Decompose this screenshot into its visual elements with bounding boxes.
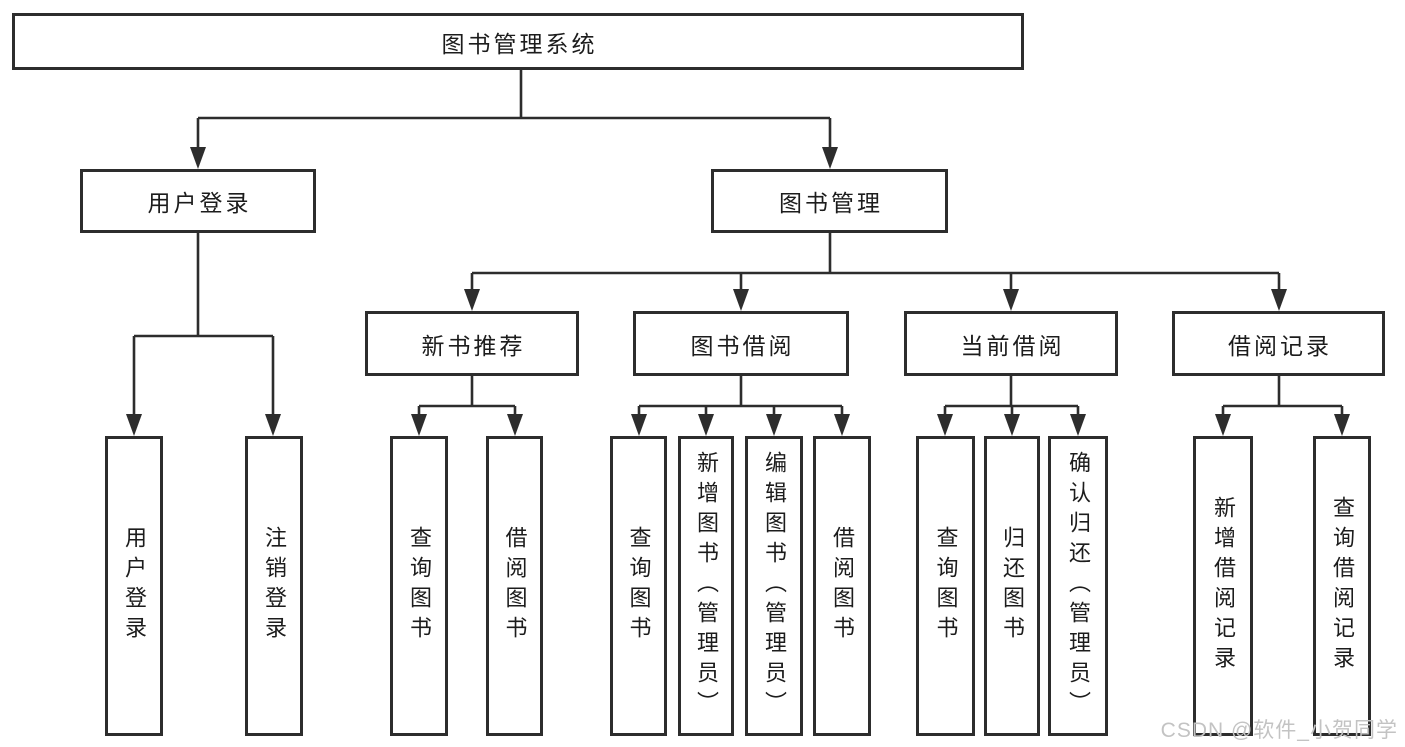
node-user-login: 用户登录 [80, 169, 316, 233]
node-book-mgmt: 图书管理 [711, 169, 948, 233]
node-leaf-newbooks-borrow: 借阅图书 [486, 436, 543, 736]
node-leaf-login: 用户登录 [105, 436, 163, 736]
node-leaf-borrow-edit: 编辑图书（管理员） [745, 436, 803, 736]
node-new-books-label: 新书推荐 [421, 332, 526, 359]
node-leaf-login-label: 用户登录 [122, 526, 147, 646]
node-leaf-records-add: 新增借阅记录 [1193, 436, 1253, 736]
node-borrow-records: 借阅记录 [1172, 311, 1385, 376]
node-book-mgmt-label: 图书管理 [779, 190, 883, 216]
node-leaf-records-search-label: 查询借阅记录 [1330, 496, 1355, 676]
node-leaf-borrow-search: 查询图书 [610, 436, 667, 736]
node-leaf-borrow-search-label: 查询图书 [626, 526, 652, 646]
node-leaf-current-confirm: 确认归还（管理员） [1048, 436, 1108, 736]
node-root-label: 图书管理系统 [441, 30, 598, 57]
node-leaf-current-search: 查询图书 [916, 436, 975, 736]
node-leaf-borrow-borrow: 借阅图书 [813, 436, 871, 736]
node-current-borrow: 当前借阅 [904, 311, 1118, 376]
node-leaf-newbooks-search: 查询图书 [390, 436, 448, 736]
node-leaf-current-return-label: 归还图书 [1000, 526, 1025, 646]
node-user-login-label: 用户登录 [147, 190, 252, 216]
node-book-borrow: 图书借阅 [633, 311, 849, 376]
node-current-borrow-label: 当前借阅 [960, 332, 1065, 359]
node-new-books: 新书推荐 [365, 311, 579, 376]
node-leaf-current-search-label: 查询图书 [933, 526, 959, 646]
node-leaf-newbooks-search-label: 查询图书 [407, 526, 432, 646]
node-leaf-borrow-borrow-label: 借阅图书 [830, 526, 855, 646]
node-leaf-current-confirm-label: 确认归还（管理员） [1066, 451, 1091, 721]
node-leaf-borrow-add: 新增图书（管理员） [678, 436, 734, 736]
node-book-borrow-label: 图书借阅 [690, 332, 795, 359]
node-root: 图书管理系统 [12, 13, 1024, 70]
node-leaf-records-search: 查询借阅记录 [1313, 436, 1371, 736]
node-leaf-logout: 注销登录 [245, 436, 303, 736]
node-leaf-borrow-edit-label: 编辑图书（管理员） [762, 451, 787, 721]
node-borrow-records-label: 借阅记录 [1228, 332, 1332, 359]
csdn-watermark: CSDN @软件_小贺同学 [1160, 719, 1398, 742]
node-leaf-newbooks-borrow-label: 借阅图书 [502, 526, 528, 646]
node-leaf-logout-label: 注销登录 [262, 526, 287, 646]
node-leaf-current-return: 归还图书 [984, 436, 1040, 736]
node-leaf-records-add-label: 新增借阅记录 [1211, 496, 1236, 676]
node-leaf-borrow-add-label: 新增图书（管理员） [694, 451, 719, 721]
